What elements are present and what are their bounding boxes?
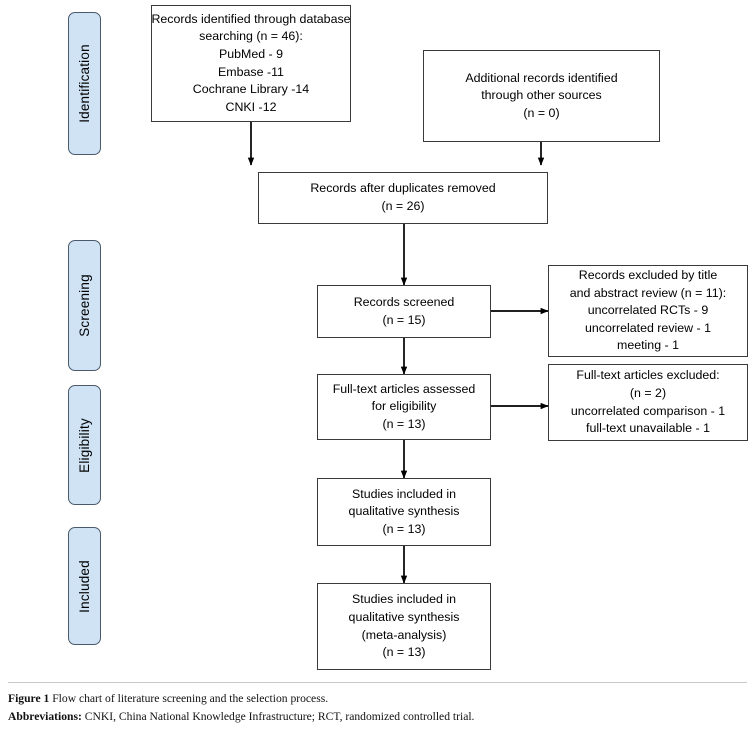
stage-label-identification-text: Identification (77, 44, 93, 123)
caption-figure-text: Flow chart of literature screening and t… (52, 692, 329, 705)
box-line: Records after duplicates removed (310, 181, 496, 196)
box-records-identified-database: Records identified through database sear… (151, 5, 351, 122)
box-records-excluded-title-abstract: Records excluded by title and abstract r… (548, 265, 748, 357)
box-line: meeting - 1 (617, 338, 679, 353)
box-line: and abstract review (n = 11): (569, 285, 727, 300)
box-records-screened: Records screened (n = 15) (317, 285, 491, 338)
box-line: Records identified through database (151, 11, 351, 26)
box-studies-meta-analysis: Studies included in qualitative synthesi… (317, 583, 491, 670)
stage-label-included: Included (68, 527, 101, 645)
box-line: Additional records identified (465, 70, 618, 85)
box-line: Cochrane Library -14 (192, 82, 310, 97)
box-studies-qualitative-synthesis: Studies included in qualitative synthesi… (317, 478, 491, 546)
box-line: Records screened (353, 294, 455, 309)
box-line: (n = 2) (629, 385, 667, 400)
box-line: (n = 15) (382, 312, 426, 327)
box-line: (n = 0) (523, 105, 560, 120)
box-line: (n = 26) (381, 199, 425, 213)
box-line: uncorrelated RCTs - 9 (587, 303, 709, 318)
box-line: Records excluded by title (578, 267, 718, 282)
box-line: Studies included in (351, 486, 456, 501)
stage-label-screening-text: Screening (77, 274, 92, 337)
box-line: Full-text articles assessed (332, 381, 476, 396)
stage-label-included-text: Included (77, 559, 93, 613)
box-fulltext-articles-excluded: Full-text articles excluded: (n = 2) unc… (548, 364, 748, 441)
box-line: Full-text articles excluded: (576, 368, 720, 383)
box-line: qualitative synthesis (348, 504, 460, 519)
box-line: searching (n = 46): (199, 29, 303, 44)
box-line: Embase -11 (218, 64, 284, 79)
caption-figure-row: Figure 1 Flow chart of literature screen… (8, 690, 748, 708)
caption-abbrev-text: CNKI, China National Knowledge Infrastru… (84, 709, 475, 723)
figure-caption: Figure 1 Flow chart of literature screen… (8, 690, 748, 726)
box-line: PubMed - 9 (218, 46, 284, 61)
stage-label-eligibility: Eligibility (68, 385, 101, 505)
box-line: full-text unavailable - 1 (586, 421, 710, 436)
box-line: uncorrelated comparison - 1 (570, 403, 726, 418)
box-line: qualitative synthesis (348, 609, 460, 624)
box-line: (n = 13) (382, 645, 426, 660)
stage-label-identification: Identification (68, 12, 101, 155)
box-line: (n = 13) (382, 521, 426, 536)
box-line: CNKI -12 (225, 99, 277, 114)
box-line: (meta-analysis) (361, 627, 447, 642)
box-additional-records-other-sources: Additional records identified through ot… (423, 50, 660, 142)
box-records-after-duplicates-removed: Records after duplicates removed (n = 26… (258, 172, 548, 224)
box-fulltext-articles-assessed: Full-text articles assessed for eligibil… (317, 374, 491, 440)
caption-figure-label: Figure 1 (8, 692, 50, 705)
caption-abbrev-label: Abbreviations: (8, 709, 82, 723)
box-line: Studies included in (351, 592, 456, 607)
box-line: through other sources (481, 88, 602, 103)
box-line: for eligibility (371, 399, 437, 414)
box-line: uncorrelated review - 1 (584, 320, 712, 335)
box-line: (n = 13) (382, 416, 426, 431)
caption-divider (8, 682, 747, 683)
caption-abbrev-row: Abbreviations: CNKI, China National Know… (8, 708, 748, 726)
stage-label-eligibility-text: Eligibility (77, 417, 92, 473)
stage-label-screening: Screening (68, 240, 101, 371)
